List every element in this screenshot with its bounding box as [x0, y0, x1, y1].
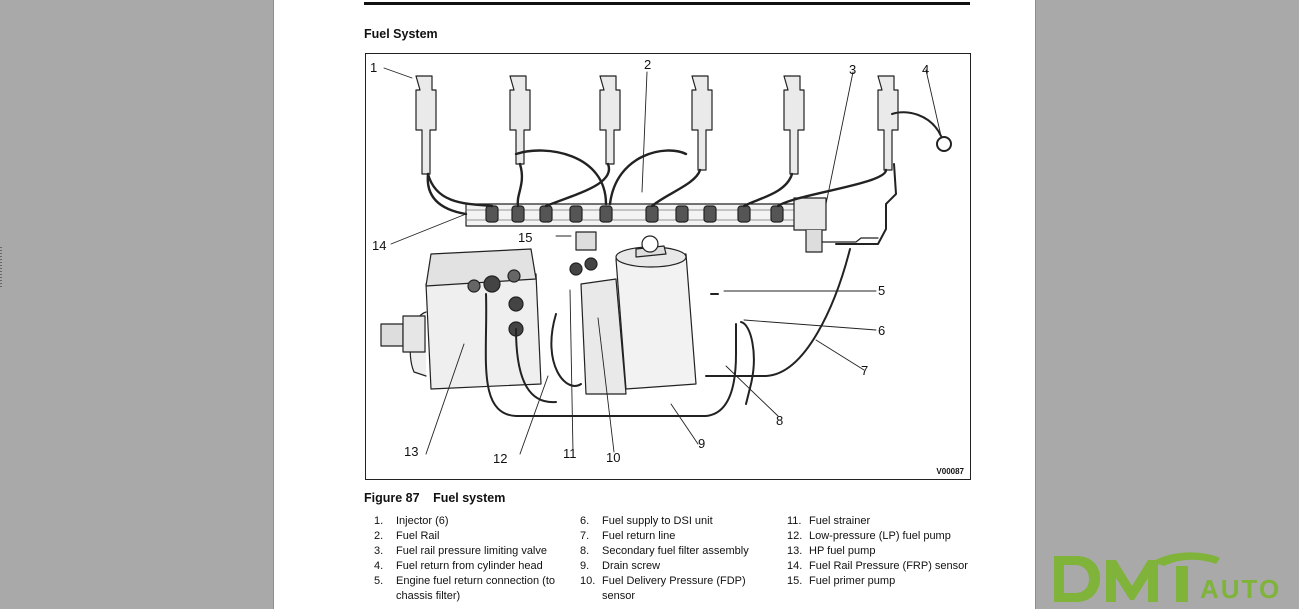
fuel-rail	[465, 197, 879, 253]
legend-item: 1.Injector (6)	[374, 515, 449, 527]
legend-item: 4.Fuel return from cylinder head	[374, 560, 543, 572]
legend-item: 6.Fuel supply to DSI unit	[580, 515, 713, 527]
legend-item: 13.HP fuel pump	[787, 545, 876, 557]
legend-column-1: 1.Injector (6) 2.Fuel Rail 3.Fuel rail p…	[374, 514, 574, 604]
legend-item: 11.Fuel strainer	[787, 515, 871, 527]
head-return-line	[835, 111, 952, 245]
figure-number: Figure 87	[364, 491, 420, 505]
callout-5: 5	[878, 283, 885, 298]
callout-11: 11	[563, 446, 577, 461]
callout-4: 4	[922, 62, 929, 77]
leader-lines	[383, 67, 942, 455]
legend-item: 12.Low-pressure (LP) fuel pump	[787, 530, 951, 542]
fuel-system-figure: 1 2 3 4 5 6 7 8 9 10 11 12 13 14 15 V000…	[365, 53, 971, 480]
hp-pump	[380, 248, 542, 390]
page-edge-marker	[0, 247, 2, 287]
legend-item: 2.Fuel Rail	[374, 530, 440, 542]
figure-title: Fuel system	[433, 491, 506, 505]
callout-8: 8	[776, 413, 783, 428]
watermark-text: AUTO	[1200, 574, 1281, 604]
lp-lines	[484, 248, 851, 417]
legend-column-2: 6.Fuel supply to DSI unit 7.Fuel return …	[580, 514, 780, 604]
figure-code: V00087	[936, 467, 964, 476]
callout-6: 6	[878, 323, 885, 338]
manual-page: Fuel System	[273, 0, 1036, 609]
callout-3: 3	[849, 62, 856, 77]
legend-item: 10.Fuel Delivery Pressure (FDP)	[580, 575, 746, 587]
callout-1: 1	[370, 60, 377, 75]
injectors	[415, 75, 899, 175]
callout-7: 7	[861, 363, 868, 378]
legend-item: 5.Engine fuel return connection (to	[374, 575, 555, 587]
hp-lines	[426, 149, 888, 216]
callout-labels: 1 2 3 4 5 6 7 8 9 10 11 12 13 14 15	[370, 57, 929, 466]
legend-item: 15.Fuel primer pump	[787, 575, 896, 587]
watermark-logo: AUTO	[1054, 552, 1281, 604]
legend-item: 9.Drain screw	[580, 560, 661, 572]
legend-column-3: 11.Fuel strainer 12.Low-pressure (LP) fu…	[787, 514, 987, 589]
legend-item: 8.Secondary fuel filter assembly	[580, 545, 749, 557]
secondary-filter	[569, 231, 697, 395]
callout-14: 14	[372, 238, 386, 253]
legend-item: chassis filter)	[396, 590, 461, 602]
section-title: Fuel System	[364, 27, 438, 41]
callout-2: 2	[644, 57, 651, 72]
callout-9: 9	[698, 436, 705, 451]
fuel-system-drawing: 1 2 3 4 5 6 7 8 9 10 11 12 13 14 15	[370, 57, 952, 466]
header-rule	[364, 2, 970, 5]
figure-caption: Figure 87 Fuel system	[364, 491, 505, 505]
legend-item: 7.Fuel return line	[580, 530, 676, 542]
callout-13: 13	[404, 444, 418, 459]
legend-item: 3.Fuel rail pressure limiting valve	[374, 545, 547, 557]
legend-item: sensor	[602, 590, 636, 602]
callout-15: 15	[518, 230, 532, 245]
callout-12: 12	[493, 451, 507, 466]
legend-item: 14.Fuel Rail Pressure (FRP) sensor	[787, 560, 968, 572]
callout-10: 10	[606, 450, 620, 465]
